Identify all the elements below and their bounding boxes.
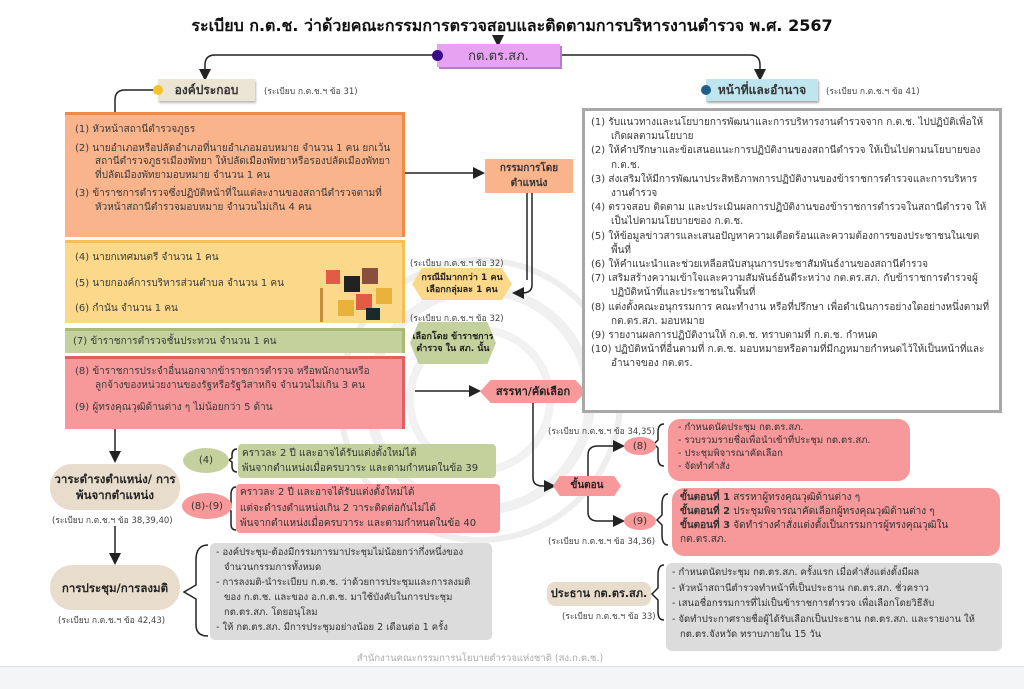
dot-icon [153,85,163,95]
chair-item: - หัวหน้าสถานีตำรวจทำหน้าที่เป็นประธาน ก… [672,582,929,594]
root-node: กต.ตร.สภ. [432,44,560,67]
chair-item: - จัดทำประกาศรายชื่อผู้ได้รับเลือกเป็นปร… [672,613,975,641]
chair-box: - กำหนดนัดประชุม กต.ตร.สภ. ครั้งแรก เมื่… [666,563,1002,651]
term-pill: วาระดำรงตำแหน่ง/ การพ้นจากตำแหน่ง [50,464,180,510]
term-4-item: คราวละ 2 ปี และอาจได้รับแต่งตั้งใหม่ได้ [242,448,417,459]
duty-6: (6) ให้คำแนะนำและช่วยเหลือสนับสนุนการประ… [591,259,929,271]
steps-8-item: - ประชุมพิจารณาคัดเลือก [678,448,783,459]
steps-9-box: ขั้นตอนที่ 1 สรรหาผู้ทรงคุณวุฒิด้านต่าง … [672,488,1000,556]
duties-box: (1) รับแนวทางและนโยบายการพัฒนาและการบริห… [582,108,1002,413]
composition-label: องค์ประกอบ [174,82,239,97]
select-group-ref: (ระเบียบ ก.ต.ช.ฯ ข้อ 32) [410,259,504,269]
member-8: (8) ข้าราชการประจำอื่นนอกจากข้าราชการตำร… [75,366,370,391]
steps-8-tag: (8) [624,437,656,455]
duties-ref: (ระเบียบ ก.ต.ช.ฯ ข้อ 41) [826,87,920,97]
composition-red-box: (8) ข้าราชการประจำอื่นนอกจากข้าราชการตำร… [65,356,405,429]
term-89-box: คราวละ 2 ปี และอาจได้รับแต่งตั้งใหม่ได้ … [236,484,500,533]
steps-9-ref: (ระเบียบ ก.ต.ช.ฯ ข้อ 34,36) [548,537,656,547]
composition-green-box: (7) ข้าราชการตำรวจชั้นประทวน จำนวน 1 คน [65,328,405,353]
puzzle-illustration [320,268,392,322]
chair-pill: ประธาน กต.ตร.สภ. [547,582,651,606]
composition-heading: องค์ประกอบ [153,79,255,101]
duty-1: (1) รับแนวทางและนโยบายการพัฒนาและการบริห… [591,117,984,143]
composition-ref: (ระเบียบ ก.ต.ช.ฯ ข้อ 31) [264,87,358,97]
steps-8-box: - กำหนดนัดประชุม กต.ตร.สภ. - รวบรวมรายชื… [668,419,910,481]
select-group-hexagon: กรณีมีมากกว่า 1 คน เลือกกลุ่มละ 1 คน [412,268,512,300]
steps-8-item: - จัดทำคำสั่ง [678,461,730,472]
meeting-item: - ให้ กต.ตร.สภ. มีการประชุมอย่างน้อย 2 เ… [216,622,448,633]
select-police-hexagon: เลือกโดย ข้าราชการตำรวจ ใน สภ. นั้น [410,322,496,364]
step-3: ขั้นตอนที่ 3 จัดทำร่างคำสั่งแต่งตั้งเป็น… [680,520,949,545]
duty-8: (8) แต่งตั้งคณะอนุกรรมการ คณะทำงาน หรือท… [591,301,990,327]
term-89-item: คราวละ 2 ปี และอาจได้รับแต่งตั้งใหม่ได้ [240,487,415,498]
member-3: (3) ข้าราชการตำรวจซึ่งปฏิบัติหน้าที่ในแต… [75,188,382,213]
duty-5: (5) ให้ข้อมูลข่าวสารและเสนอปัญหาความเดือ… [591,230,980,256]
term-4-item: พ้นจากตำแหน่งเมื่อครบวาระ และตามกำหนดในข… [242,463,479,474]
duty-3: (3) ส่งเสริมให้มีการพัฒนาประสิทธิภาพการป… [591,173,978,200]
duty-10: (10) ปฏิบัติหน้าที่อื่นตามที่ ก.ต.ช. มอบ… [591,344,985,370]
chair-ref: (ระเบียบ ก.ต.ช.ฯ ข้อ 33) [562,612,656,622]
bottom-bar [0,666,1024,689]
term-4-tag: (4) [183,448,229,473]
term-89-item: แต่จะดำรงตำแหน่งเกิน 2 วาระติดต่อกันไม่ไ… [240,502,436,514]
steps-8-item: - รวบรวมรายชื่อเพื่อนำเข้าที่ประชุม กต.ต… [678,435,871,446]
steps-8-item: - กำหนดนัดประชุม กต.ตร.สภ. [678,422,804,433]
root-label: กต.ตร.สภ. [468,49,529,64]
term-89-tag: (8)-(9) [182,493,232,519]
meeting-ref: (ระเบียบ ก.ต.ช.ฯ ข้อ 42,43) [58,616,166,626]
footer-credit: สำนักงานคณะกรรมการนโยบายตำรวจแห่งชาติ (ส… [356,653,604,664]
member-4: (4) นายกเทศมนตรี จำนวน 1 คน [75,252,219,263]
meeting-pill: การประชุม/การลงมติ [50,565,180,610]
select-police-ref: (ระเบียบ ก.ต.ช.ฯ ข้อ 32) [410,314,504,324]
member-9: (9) ผู้ทรงคุณวุฒิด้านต่าง ๆ ไม่น้อยกว่า … [75,402,273,413]
recruit-hexagon: สรรหา/คัดเลือก [480,380,586,403]
steps-8-ref: (ระเบียบ ก.ต.ช.ฯ ข้อ 34,35) [548,427,656,437]
duties-heading: หน้าที่และอำนาจ [701,79,818,101]
meeting-item: - การลงมติ-นำระเบียบ ก.ต.ช. ว่าด้วยการปร… [216,577,471,618]
meeting-box: - องค์ประชุม-ต้องมีกรรมการมาประชุมไม่น้อ… [210,543,492,640]
steps-hexagon: ขั้นตอน [553,476,621,496]
steps-9-tag: (9) [624,512,656,530]
ex-officio-box: กรรมการโดยตำแหน่ง [485,159,573,193]
member-6: (6) กำนัน จำนวน 1 คน [75,303,178,314]
duty-9: (9) รายงานผลการปฏิบัติงานให้ ก.ต.ช. ทราบ… [591,330,878,342]
term-89-item: พ้นจากตำแหน่งเมื่อครบวาระ และตามกำหนดในข… [240,518,477,529]
duty-7: (7) เสริมสร้างความเข้าใจและความสัมพันธ์อ… [591,273,978,299]
member-7: (7) ข้าราชการตำรวจชั้นประทวน จำนวน 1 คน [73,336,277,347]
meeting-item: - องค์ประชุม-ต้องมีกรรมการมาประชุมไม่น้อ… [216,547,464,573]
member-1: (1) หัวหน้าสถานีตำรวจภูธร [75,124,196,135]
step-1: ขั้นตอนที่ 1 สรรหาผู้ทรงคุณวุฒิด้านต่าง … [680,492,861,503]
duties-label: หน้าที่และอำนาจ [717,82,807,97]
term-ref: (ระเบียบ ก.ต.ช.ฯ ข้อ 38,39,40) [52,516,173,526]
chair-item: - เสนอชื่อกรรมการที่ไม่เป็นข้าราชการตำรว… [672,598,935,609]
step-2: ขั้นตอนที่ 2 ประชุมพิจารณาคัดเลือกผู้ทรง… [680,506,935,517]
duty-2: (2) ให้คำปรึกษาและข้อเสนอแนะการปฏิบัติงา… [591,145,981,171]
term-4-box: คราวละ 2 ปี และอาจได้รับแต่งตั้งใหม่ได้ … [238,444,496,478]
chair-item: - กำหนดนัดประชุม กต.ตร.สภ. ครั้งแรก เมื่… [672,567,920,578]
member-2: (2) นายอำเภอหรือปลัดอำเภอที่นายอำเภอมอบห… [75,142,391,181]
duty-4: (4) ตรวจสอบ ติดตาม และประเมินผลการปฏิบัต… [591,202,987,228]
dot-icon [432,50,443,61]
page-title: ระเบียบ ก.ต.ช. ว่าด้วยคณะกรรมการตรวจสอบแ… [191,16,833,35]
dot-icon [701,85,711,95]
member-5: (5) นายกองค์การบริหารส่วนตำบล จำนวน 1 คน [75,277,284,289]
composition-orange-box: (1) หัวหน้าสถานีตำรวจภูธร (2) นายอำเภอหร… [65,112,405,237]
